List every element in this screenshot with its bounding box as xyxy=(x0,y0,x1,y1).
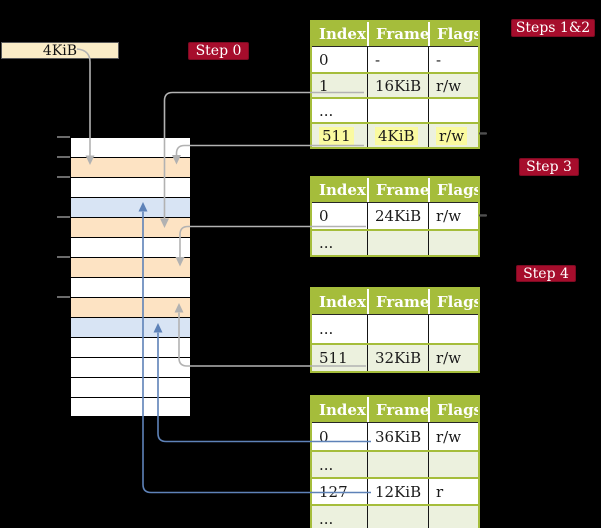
table-cell xyxy=(428,506,478,528)
table-cell: 32KiB xyxy=(367,345,428,371)
column-header: Index xyxy=(319,25,366,43)
frame-size-label: 4KiB xyxy=(42,42,78,59)
column-header: Flags xyxy=(428,178,478,202)
table-cell: 4KiB xyxy=(367,124,428,147)
column-header: Frame xyxy=(367,22,428,46)
steps1and2-label: Steps 1&2 xyxy=(511,19,595,37)
column-header: Frame xyxy=(367,178,428,202)
table-cell: 36KiB xyxy=(367,423,428,450)
table-cell xyxy=(367,99,428,122)
table-cell xyxy=(367,315,428,343)
table-cell: 16KiB xyxy=(367,74,428,97)
table-cell: 0 xyxy=(319,50,329,69)
column-header: Flags xyxy=(428,289,478,314)
table-cell: ... xyxy=(319,455,334,474)
table-cell: 24KiB xyxy=(367,203,428,229)
table-cell xyxy=(428,452,478,477)
memory-row-14 xyxy=(71,398,190,416)
memory-row-12 xyxy=(71,358,190,378)
table-cell: 0 xyxy=(319,427,329,446)
memory-row-6 xyxy=(71,238,190,258)
table-cell: r/w xyxy=(428,203,478,229)
step4-label: Step 4 xyxy=(516,265,576,282)
step0-label: Step 0 xyxy=(188,42,249,60)
table-cell xyxy=(367,506,428,528)
table-cell: r/w xyxy=(428,423,478,450)
column-header: Flags xyxy=(428,22,478,46)
table-row: 0 -- xyxy=(312,47,478,72)
table-cell: 1 xyxy=(319,76,329,95)
table-row: ... xyxy=(312,229,478,255)
table-row: ... xyxy=(312,504,478,528)
memory-row-5 xyxy=(71,218,190,238)
table-cell xyxy=(428,315,478,343)
table-cell xyxy=(367,452,428,477)
table-cell: r/w xyxy=(428,345,478,371)
table-cell: 0 xyxy=(319,207,329,225)
memory-row-8 xyxy=(71,278,190,298)
table-row: ... xyxy=(312,315,478,343)
table-cell: 12KiB xyxy=(367,479,428,504)
table-cell xyxy=(367,231,428,255)
memory-row-2 xyxy=(71,158,190,178)
column-header: Index xyxy=(319,400,366,419)
table-cell: - xyxy=(428,47,478,72)
memory-row-10 xyxy=(71,318,190,338)
table-cell: r/w xyxy=(428,124,478,147)
memory-row-1 xyxy=(71,138,190,158)
column-header: Index xyxy=(319,292,366,311)
memory-stack xyxy=(70,137,191,417)
table-cell: 511 xyxy=(312,124,367,147)
table-row: ... xyxy=(312,97,478,122)
step3-label: Step 3 xyxy=(519,158,579,176)
table-row: ... xyxy=(312,450,478,477)
table-cell: ... xyxy=(319,101,334,120)
frame-size-box: 4KiB xyxy=(1,42,119,59)
table-cell xyxy=(428,99,478,122)
table-cell: ... xyxy=(319,509,334,528)
memory-row-11 xyxy=(71,338,190,358)
column-header: Frame xyxy=(367,397,428,422)
connector-stub xyxy=(479,214,487,217)
table-cell xyxy=(428,231,478,255)
memory-row-13 xyxy=(71,378,190,398)
table-cell: - xyxy=(367,47,428,72)
table-cell: ... xyxy=(319,234,334,252)
column-header: Flags xyxy=(428,397,478,422)
memory-row-7 xyxy=(71,258,190,278)
table-cell: 511 xyxy=(319,349,348,367)
memory-row-9 xyxy=(71,298,190,318)
column-header: Index xyxy=(319,181,366,199)
memory-row-4 xyxy=(71,198,190,218)
memory-row-3 xyxy=(71,178,190,198)
column-header: Frame xyxy=(367,289,428,314)
table-cell: r xyxy=(428,479,478,504)
table-cell: ... xyxy=(319,320,334,338)
table-cell: 127 xyxy=(319,482,348,501)
connector-stub xyxy=(479,132,487,135)
table-cell: r/w xyxy=(428,74,478,97)
